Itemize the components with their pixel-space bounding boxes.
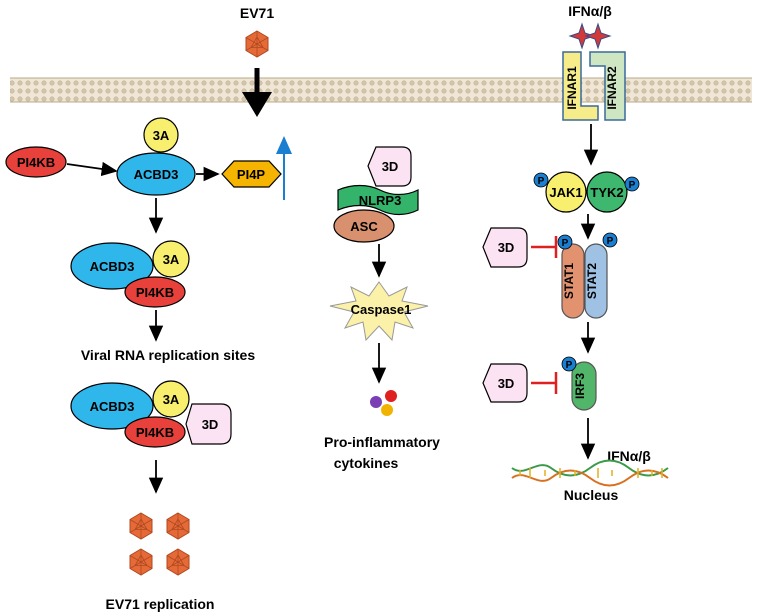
svg-text:3D: 3D: [382, 159, 399, 174]
ev71-virion-icon: [245, 30, 269, 58]
nucleus-label: Nucleus: [564, 487, 619, 503]
ev71-replication-label: EV71 replication: [106, 596, 215, 612]
3d-irf3-node: 3D: [482, 363, 528, 403]
asc-node: ASC: [333, 209, 395, 243]
stat1-node: STAT1: [561, 243, 585, 319]
svg-text:PI4KB: PI4KB: [136, 425, 174, 440]
virion-icon: [129, 548, 153, 576]
irf3-inhibition: [531, 372, 558, 394]
svg-text:Caspase1: Caspase1: [351, 302, 412, 317]
proinflammatory-label-line1: Pro-inflammatory: [324, 434, 440, 450]
stat-inhibition: [531, 236, 558, 258]
phospho-tyk2: P: [624, 176, 640, 192]
svg-text:P: P: [629, 180, 636, 191]
svg-text:STAT1: STAT1: [562, 263, 576, 300]
pi4p-node: PI4P: [221, 160, 282, 188]
svg-text:NLRP3: NLRP3: [359, 193, 402, 208]
svg-text:ACBD3: ACBD3: [90, 399, 135, 414]
phospho-jak1: P: [533, 172, 549, 188]
3d-inflammasome-node: 3D: [367, 146, 412, 187]
virion-icon: [129, 512, 153, 540]
progeny-virions: [129, 512, 190, 576]
stat2-node: STAT2: [584, 243, 608, 319]
svg-text:P: P: [538, 176, 545, 187]
svg-text:ACBD3: ACBD3: [90, 259, 135, 274]
svg-text:3A: 3A: [163, 392, 180, 407]
svg-text:JAK1: JAK1: [549, 185, 582, 200]
irf3-node: IRF3: [571, 361, 597, 411]
viral-rna-label: Viral RNA replication sites: [81, 347, 255, 363]
cytokines-icon: [370, 390, 397, 416]
virion-icon: [166, 548, 190, 576]
svg-text:P: P: [566, 360, 573, 371]
complex-1: ACBD3 PI4KB 3A: [70, 240, 190, 308]
ifn-bottom-label: IFNα/β: [607, 448, 651, 464]
svg-text:IRF3: IRF3: [573, 373, 587, 399]
pi4kb-node: PI4KB: [5, 146, 67, 178]
svg-text:PI4KB: PI4KB: [136, 285, 174, 300]
svg-text:3A: 3A: [153, 128, 170, 143]
phospho-stat2: P: [602, 232, 618, 248]
tyk2-node: TYK2: [586, 171, 628, 213]
svg-text:3A: 3A: [163, 252, 180, 267]
svg-text:3D: 3D: [202, 417, 219, 432]
phospho-irf3: P: [561, 356, 577, 372]
svg-text:3D: 3D: [498, 376, 515, 391]
svg-text:IFNAR1: IFNAR1: [565, 66, 579, 110]
svg-text:TYK2: TYK2: [590, 185, 623, 200]
svg-text:IFNAR2: IFNAR2: [605, 66, 619, 110]
jak1-node: JAK1: [545, 171, 587, 213]
ifnar2-receptor: IFNAR2: [589, 51, 626, 121]
phospho-stat1: P: [557, 234, 573, 250]
3d-stat-node: 3D: [482, 227, 528, 268]
cell-membrane: [10, 77, 752, 103]
svg-text:STAT2: STAT2: [585, 263, 599, 300]
svg-text:3D: 3D: [498, 240, 515, 255]
nlrp3-node: NLRP3: [337, 184, 419, 216]
ev71-top-label: EV71: [240, 5, 274, 21]
virion-icon: [166, 512, 190, 540]
ifn-ligand-icon: [568, 22, 612, 50]
svg-text:P: P: [607, 236, 614, 247]
svg-text:PI4KB: PI4KB: [17, 155, 55, 170]
complex-2: ACBD3 3D PI4KB 3A: [70, 380, 232, 448]
ifnar1-receptor: IFNAR1: [562, 51, 599, 121]
svg-text:PI4P: PI4P: [237, 167, 266, 182]
dna-icon: [511, 459, 669, 487]
proinflammatory-label-line2: cytokines: [334, 455, 399, 471]
3a-node: 3A: [143, 117, 179, 153]
svg-text:ASC: ASC: [350, 219, 378, 234]
acbd3-node: ACBD3: [116, 152, 196, 196]
caspase1-node: Caspase1: [329, 281, 429, 342]
ifn-top-label: IFNα/β: [568, 3, 612, 19]
svg-text:ACBD3: ACBD3: [134, 167, 179, 182]
svg-text:P: P: [562, 238, 569, 249]
pi4kb-to-acbd3-arrow: [66, 161, 118, 177]
